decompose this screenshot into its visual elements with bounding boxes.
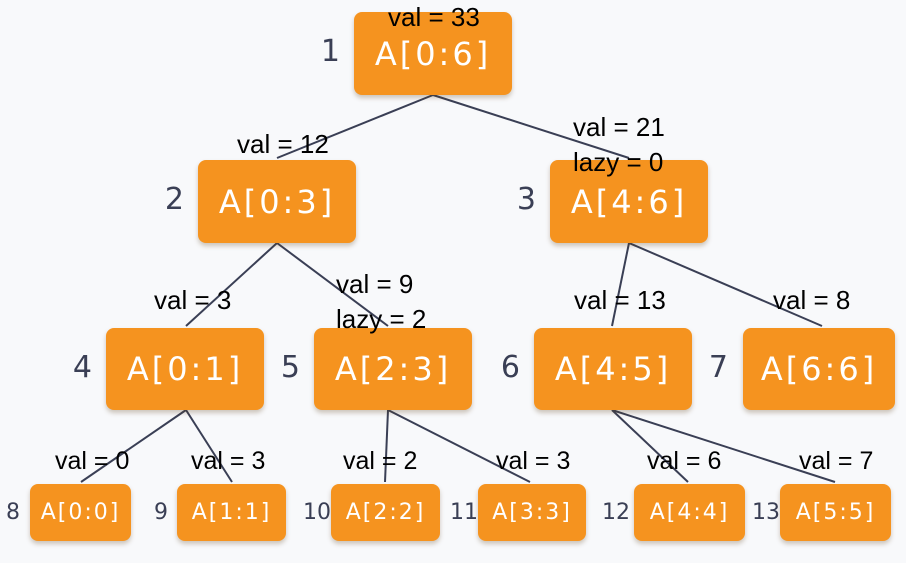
node-index-8: 8: [6, 500, 20, 525]
node-val-12: val = 6: [647, 447, 722, 475]
edge-2-4: [185, 242, 278, 327]
node-index-13: 13: [752, 500, 780, 525]
edge-3-6: [611, 242, 630, 327]
node-val-8: val = 0: [55, 447, 130, 475]
node-val-7: val = 8: [773, 285, 851, 315]
node-index-11: 11: [450, 500, 478, 525]
node-lazy-5: lazy = 2: [336, 304, 427, 334]
tree-node-1: A[0:6]: [354, 12, 512, 95]
tree-node-5: A[2:3]: [314, 328, 472, 410]
node-val-3: val = 21: [573, 112, 665, 142]
node-val-2: val = 12: [237, 129, 329, 159]
edge-2-5: [276, 242, 389, 327]
node-lazy-3: lazy = 0: [573, 147, 664, 177]
edge-5-10: [384, 409, 389, 483]
node-val-6: val = 13: [574, 285, 666, 315]
tree-node-2: A[0:3]: [198, 160, 356, 243]
node-index-10: 10: [303, 500, 331, 525]
tree-node-6: A[4:5]: [534, 328, 692, 410]
edge-6-12: [611, 409, 689, 483]
node-val-10: val = 2: [343, 447, 418, 475]
tree-node-9: A[1:1]: [177, 484, 286, 541]
edge-5-11: [387, 409, 531, 483]
node-index-5: 5: [280, 350, 300, 385]
node-index-2: 2: [164, 182, 184, 217]
tree-node-13: A[5:5]: [780, 484, 891, 541]
node-index-4: 4: [72, 350, 92, 385]
node-index-7: 7: [708, 350, 728, 385]
node-val-1: val = 33: [388, 2, 480, 32]
tree-node-7: A[6:6]: [743, 328, 895, 410]
node-val-4: val = 3: [154, 285, 232, 315]
edge-4-9: [185, 409, 233, 483]
node-index-9: 9: [154, 500, 168, 525]
tree-node-11: A[3:3]: [478, 484, 586, 541]
node-index-12: 12: [602, 500, 630, 525]
edge-4-8: [80, 409, 187, 483]
edge-1-2: [276, 94, 434, 159]
edge-3-7: [628, 242, 823, 327]
node-index-1: 1: [320, 34, 340, 69]
node-val-5: val = 9: [336, 269, 414, 299]
edge-1-3: [432, 94, 630, 159]
node-val-13: val = 7: [799, 447, 874, 475]
tree-node-10: A[2:2]: [331, 484, 440, 541]
node-index-6: 6: [500, 350, 520, 385]
node-val-9: val = 3: [191, 447, 266, 475]
edge-6-13: [611, 409, 836, 483]
tree-node-8: A[0:0]: [30, 484, 131, 541]
node-index-3: 3: [516, 182, 536, 217]
tree-node-12: A[4:4]: [634, 484, 745, 541]
tree-node-4: A[0:1]: [106, 328, 264, 410]
node-val-11: val = 3: [496, 447, 571, 475]
tree-node-3: A[4:6]: [550, 160, 708, 243]
